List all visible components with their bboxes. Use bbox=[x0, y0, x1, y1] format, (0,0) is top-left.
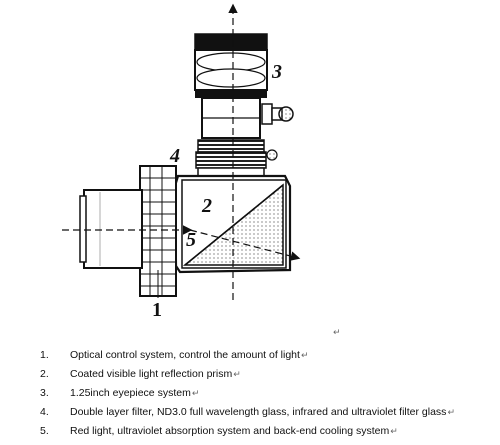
paragraph-mark: ↵ bbox=[191, 388, 200, 398]
legend-number: 1. bbox=[40, 349, 49, 361]
entrance-tube bbox=[79, 189, 143, 269]
legend-item: 4. Double layer filter, ND3.0 full wavel… bbox=[40, 403, 495, 422]
legend-text: Coated visible light reflection prism bbox=[70, 368, 233, 380]
legend-item: 3. 1.25inch eyepiece system ↵ bbox=[40, 384, 495, 403]
part-label-1: 1 bbox=[152, 299, 162, 321]
legend-item: 2. Coated visible light reflection prism… bbox=[40, 365, 495, 384]
paragraph-mark: ↵ bbox=[333, 328, 341, 338]
legend-number: 2. bbox=[40, 368, 49, 380]
legend-text: 1.25inch eyepiece system bbox=[70, 387, 191, 399]
eyepiece-system bbox=[194, 33, 294, 139]
paragraph-mark: ↵ bbox=[390, 426, 398, 436]
part-label-3: 3 bbox=[271, 61, 282, 83]
legend-item: 1. Optical control system, control the a… bbox=[40, 346, 495, 365]
paragraph-mark: ↵ bbox=[300, 350, 309, 360]
light-path bbox=[62, 3, 301, 300]
prism-housing bbox=[173, 174, 292, 274]
parts-legend: 1. Optical control system, control the a… bbox=[40, 346, 495, 441]
legend-text: Optical control system, control the amou… bbox=[70, 349, 300, 361]
paragraph-mark: ↵ bbox=[233, 369, 241, 379]
legend-item: 5. Red light, ultraviolet absorption sys… bbox=[40, 422, 495, 441]
legend-number: 4. bbox=[40, 406, 49, 418]
legend-text: Red light, ultraviolet absorption system… bbox=[70, 425, 390, 437]
part-label-5: 5 bbox=[186, 229, 196, 251]
legend-number: 3. bbox=[40, 387, 49, 399]
part-label-4: 4 bbox=[169, 145, 180, 167]
part-label-2: 2 bbox=[201, 195, 212, 217]
legend-number: 5. bbox=[40, 425, 49, 437]
paragraph-mark: ↵ bbox=[447, 407, 455, 417]
optical-diagram: 1 2 3 4 5 bbox=[62, 3, 301, 321]
legend-text: Double layer filter, ND3.0 full waveleng… bbox=[70, 406, 447, 418]
